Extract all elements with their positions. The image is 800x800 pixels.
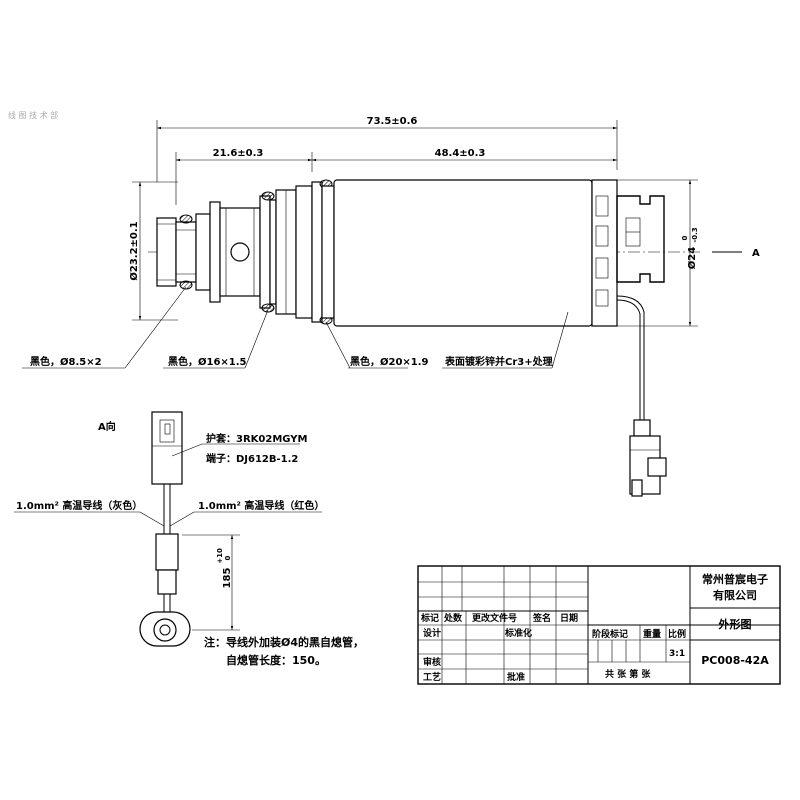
corner-text: 线 图 技 术 部 — [8, 110, 58, 120]
tb-process: 工艺 — [423, 671, 441, 683]
callout-surface-text: 表面镀彩锌并Cr3+处理 — [444, 355, 553, 368]
view-a-detail: A向 护套：3RK02MGYM 端子：DJ612B-1.2 1.0mm² 高温导… — [14, 411, 364, 667]
dimension-diameter-left: Ø23.2±0.1 — [128, 181, 178, 321]
dimension-diameter-right-tol-lower: -0.3 — [691, 227, 699, 242]
tb-drawing-number: PC008-42A — [701, 654, 769, 667]
tb-review: 审核 — [423, 656, 441, 668]
tb-date: 日期 — [560, 612, 578, 624]
callout-surface: 表面镀彩锌并Cr3+处理 — [442, 311, 569, 369]
oring-1 — [179, 214, 193, 224]
tb-scale: 3:1 — [669, 649, 685, 659]
view-a-label: A向 — [98, 420, 116, 433]
tb-company-line-1: 常州普宸电子 — [702, 572, 768, 586]
dimension-left-label: 21.6±0.3 — [213, 148, 264, 159]
dimension-left: 21.6±0.3 — [175, 148, 313, 205]
dimension-diameter-left-label: Ø23.2±0.1 — [128, 221, 140, 280]
callout-oring-3-text: 黑色，Ø20×1.9 — [350, 355, 429, 368]
tb-weight: 重量 — [643, 628, 661, 640]
callout-sheath-text: 护套：3RK02MGYM — [206, 432, 308, 445]
view-a-marker: A — [712, 248, 760, 259]
callout-oring-1-text: 黑色，Ø8.5×2 — [30, 355, 102, 368]
tb-change-doc: 更改文件号 — [472, 612, 517, 624]
lead-length-main: 185 — [222, 568, 233, 589]
tb-count: 处数 — [443, 612, 463, 624]
callout-oring-2: 黑色，Ø16×1.5 — [163, 309, 269, 369]
callout-oring-3: 黑色，Ø20×1.9 — [325, 321, 429, 369]
dimension-diameter-right: Ø24 0 -0.3 — [617, 179, 699, 327]
tb-standardize: 标准化 — [504, 627, 532, 639]
oring-2 — [261, 191, 275, 201]
title-block: 标记 处数 更改文件号 签名 日期 设计 标准化 审核 工艺 批准 阶段标记 重… — [417, 565, 781, 685]
tb-drawing-title: 外形图 — [718, 617, 752, 631]
dimension-diameter-right-tol-upper: 0 — [681, 235, 689, 240]
tb-mark: 标记 — [420, 612, 439, 624]
callout-oring-2-text: 黑色，Ø16×1.5 — [168, 355, 247, 368]
dimension-right: 48.4±0.3 — [312, 148, 617, 162]
note-line-2: 自熄管长度：150。 — [226, 653, 326, 667]
tb-approve: 批准 — [507, 671, 525, 683]
dimension-right-label: 48.4±0.3 — [435, 148, 486, 159]
tb-design: 设计 — [423, 627, 441, 639]
lead-length-tol-lower: 0 — [224, 555, 232, 560]
callout-wire-red-text: 1.0mm² 高温导线（红色） — [198, 499, 324, 512]
valve-body — [156, 179, 667, 497]
tb-signature: 签名 — [532, 612, 551, 624]
dimension-overall-label: 73.5±0.6 — [367, 116, 418, 127]
callout-wire-grey-text: 1.0mm² 高温导线（灰色） — [16, 499, 142, 512]
dimension-diameter-right-main: Ø24 — [686, 247, 698, 269]
lead-length-tol-upper: +10 — [216, 548, 224, 564]
tb-ratio: 比例 — [668, 628, 686, 640]
tb-company-line-2: 有限公司 — [713, 588, 757, 602]
view-a-letter: A — [752, 248, 760, 259]
dimension-overall: 73.5±0.6 — [156, 116, 618, 182]
callout-oring-1: 黑色，Ø8.5×2 — [22, 286, 187, 369]
callout-terminal-text: 端子：DJ612B-1.2 — [206, 452, 298, 465]
note-line-1: 注：导线外加装Ø4的黑自熄管， — [204, 635, 364, 649]
tb-sheets: 共 张 第 张 — [605, 668, 651, 680]
tb-stage-mark: 阶段标记 — [592, 628, 628, 640]
